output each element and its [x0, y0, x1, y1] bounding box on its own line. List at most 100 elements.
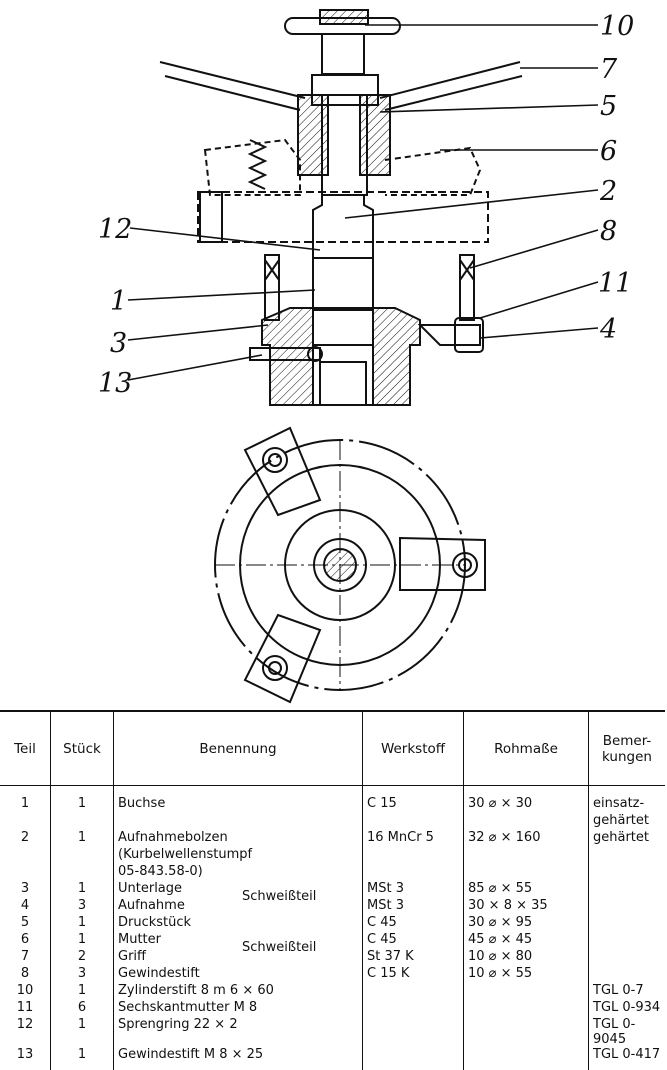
- header-teil: Teil: [0, 710, 51, 786]
- cell-teil: 13: [16, 1047, 34, 1062]
- cell-benennung: Sechskantmutter M 8: [113, 1000, 363, 1017]
- cell-bemerkung: gehärtet: [588, 813, 665, 830]
- callout-11: 11: [598, 268, 632, 299]
- cell-benennung: Buchse: [113, 785, 363, 813]
- cell-teil: [0, 864, 51, 881]
- cell-bemerkung: [588, 881, 665, 898]
- cell-benennung: Griff: [113, 949, 363, 966]
- callout-8: 8: [600, 216, 617, 247]
- cell-bemerkung: [588, 966, 665, 983]
- parts-list-table: Teil Stück Benennung Werkstoff Rohmaße B…: [0, 710, 665, 1070]
- cell-rohmasse: 30 ⌀ × 30: [463, 785, 589, 813]
- cell-benennung: Aufnahmebolzen: [113, 830, 363, 847]
- cell-werkstoff: MSt 3: [362, 881, 464, 898]
- brace-label: Schweißteil: [242, 889, 317, 904]
- cell-teil: [0, 847, 51, 864]
- cell-stueck: 3: [50, 966, 114, 983]
- technical-drawing: 10 7 5 6 2 12 8 11 1 4 3 13: [98, 9, 634, 704]
- cell-bemerkung: [588, 864, 665, 881]
- cell-stueck: 1: [50, 1017, 114, 1047]
- cell-werkstoff: C 45: [362, 915, 464, 932]
- cell-rohmasse: [463, 1047, 589, 1070]
- cell-stueck: 1: [50, 830, 114, 847]
- cell-bemerkung: TGL 0-417: [588, 1047, 665, 1070]
- cell-werkstoff: [362, 983, 464, 1000]
- cell-rohmasse: [463, 1000, 589, 1017]
- cell-teil: 11: [16, 1000, 34, 1015]
- callout-3: 3: [110, 328, 127, 359]
- cell-werkstoff: C 45: [362, 932, 464, 949]
- cell-stueck: 3: [50, 898, 114, 915]
- cell-teil: 12: [16, 1017, 34, 1032]
- cell-teil: 10: [16, 983, 34, 998]
- cell-teil: 2: [20, 830, 30, 845]
- cell-bemerkung: [588, 847, 665, 864]
- cell-werkstoff: [362, 1017, 464, 1047]
- cell-rohmasse: [463, 813, 589, 830]
- cell-benennung: Zylinderstift 8 m 6 × 60: [113, 983, 363, 1000]
- callout-2: 2: [599, 176, 617, 207]
- cell-rohmasse: 32 ⌀ × 160: [463, 830, 589, 847]
- callout-4: 4: [599, 314, 617, 345]
- table-header-row: Teil Stück Benennung Werkstoff Rohmaße B…: [0, 710, 665, 786]
- cell-teil: 8: [20, 966, 30, 981]
- cell-teil: 6: [20, 932, 30, 947]
- table-row: 05-843.58-0): [0, 864, 665, 881]
- cell-benennung: Druckstück: [113, 915, 363, 932]
- cell-benennung: 05-843.58-0): [113, 864, 363, 881]
- cell-teil: 3: [20, 881, 30, 896]
- cell-benennung: Sprengring 22 × 2: [113, 1017, 363, 1047]
- cell-bemerkung: TGL 0-9045: [588, 1017, 665, 1047]
- cell-werkstoff: St 37 K: [362, 949, 464, 966]
- cell-benennung: Gewindestift M 8 × 25: [113, 1047, 363, 1070]
- callout-5: 5: [600, 91, 617, 122]
- cell-rohmasse: 30 ⌀ × 95: [463, 915, 589, 932]
- cell-rohmasse: 30 × 8 × 35: [463, 898, 589, 915]
- table-row: (Kurbelwellenstumpf: [0, 847, 665, 864]
- cell-teil: 4: [20, 898, 30, 913]
- cell-werkstoff: 16 MnCr 5: [362, 830, 464, 847]
- plan-view: [214, 426, 486, 704]
- cell-stueck: 2: [50, 949, 114, 966]
- cell-rohmasse: [463, 1017, 589, 1047]
- cell-teil: 7: [20, 949, 30, 964]
- cell-werkstoff: C 15 K: [362, 966, 464, 983]
- cell-stueck: 1: [50, 881, 114, 898]
- cell-stueck: [50, 864, 114, 881]
- header-stueck: Stück: [50, 710, 114, 786]
- section-view: [159, 9, 523, 406]
- cell-stueck: 1: [50, 915, 114, 932]
- callout-12: 12: [98, 214, 132, 245]
- cell-rohmasse: 45 ⌀ × 45: [463, 932, 589, 949]
- cell-bemerkung: [588, 932, 665, 949]
- cell-teil: [0, 813, 51, 830]
- header-rohmasse: Rohmaße: [463, 710, 589, 786]
- callout-1: 1: [110, 286, 127, 317]
- cell-rohmasse: 85 ⌀ × 55: [463, 881, 589, 898]
- cell-bemerkung: TGL 0-7: [588, 983, 665, 1000]
- cell-werkstoff: [362, 864, 464, 881]
- cell-bemerkung: [588, 898, 665, 915]
- cell-werkstoff: MSt 3: [362, 898, 464, 915]
- callout-7: 7: [600, 54, 618, 85]
- cell-rohmasse: 10 ⌀ × 80: [463, 949, 589, 966]
- brace-label: Schweißteil: [242, 940, 317, 955]
- cell-benennung: (Kurbelwellenstumpf: [113, 847, 363, 864]
- cell-stueck: 1: [50, 932, 114, 949]
- header-bemerkungen: Bemer- kungen: [588, 710, 665, 786]
- cell-benennung: Gewindestift: [113, 966, 363, 983]
- cell-stueck: 1: [50, 983, 114, 1000]
